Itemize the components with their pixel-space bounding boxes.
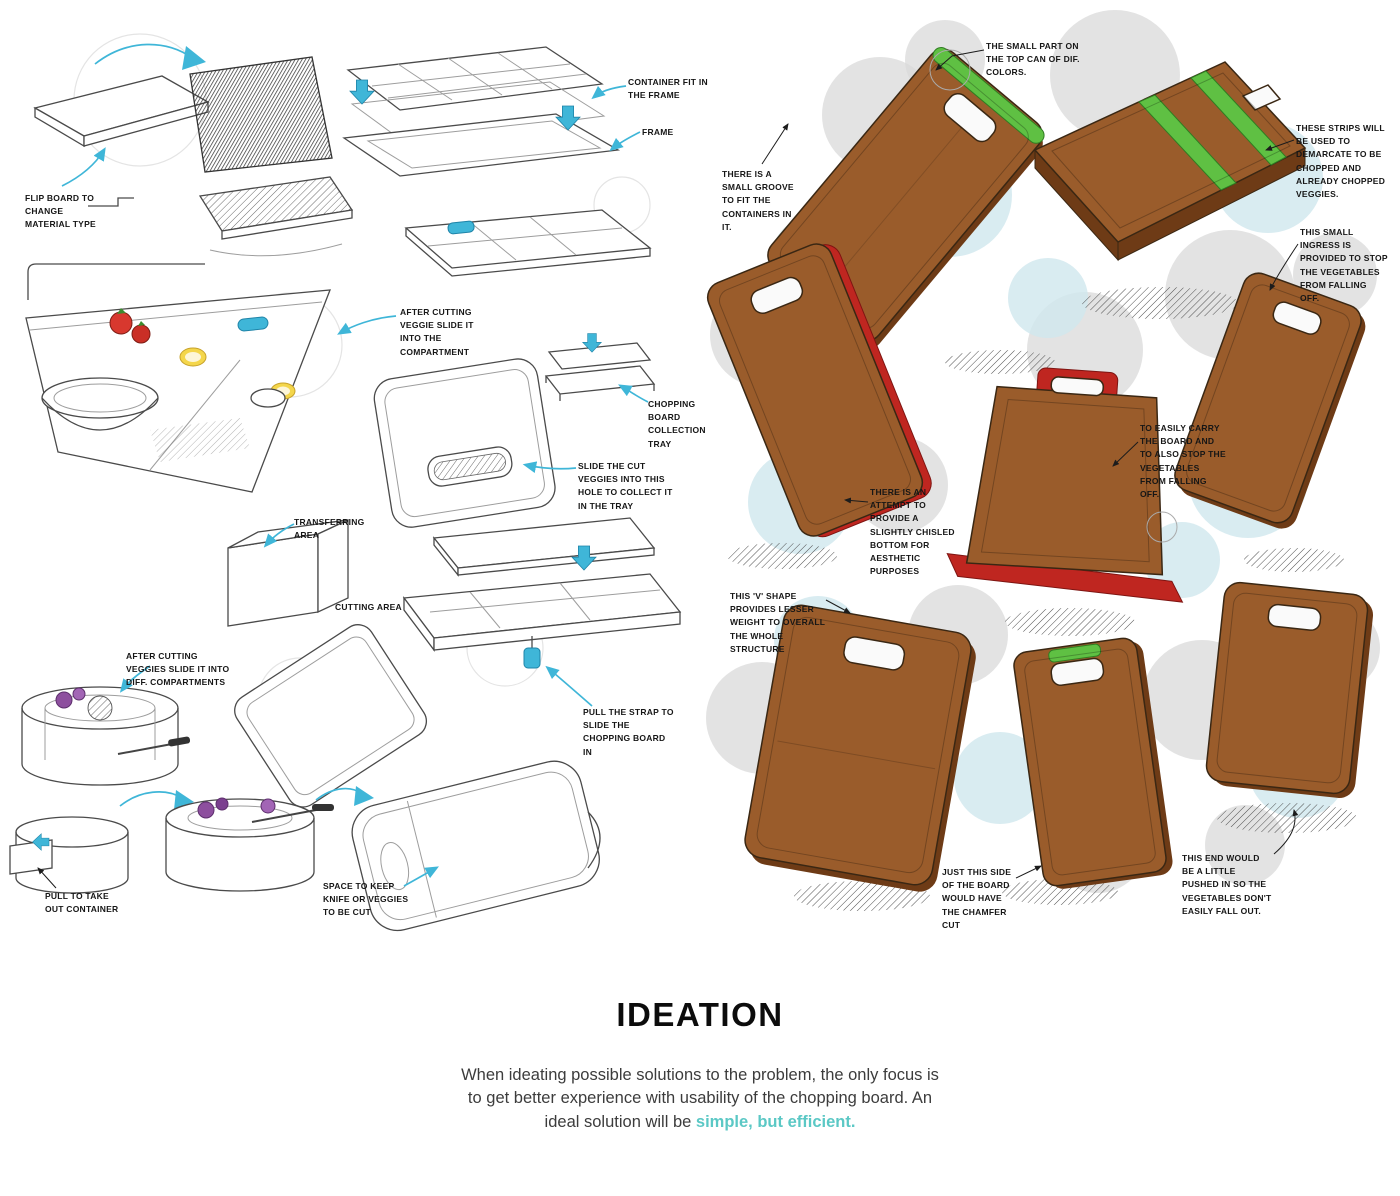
annotation-transferring-area: TRANSFERRING AREA bbox=[294, 517, 365, 541]
annotation-pull-container: PULL TO TAKE OUT CONTAINER bbox=[45, 891, 119, 915]
flip-arrowhead-icon bbox=[182, 46, 206, 70]
annotation-carry-board: TO EASILY CARRY THE BOARD AND TO ALSO ST… bbox=[1140, 423, 1226, 499]
annotation-groove: THERE IS A SMALL GROOVE TO FIT THE CONTA… bbox=[722, 169, 794, 232]
annotation-pull-strap: PULL THE STRAP TO SLIDE THE CHOPPING BOA… bbox=[583, 707, 674, 757]
annotation-container-fit: CONTAINER FIT IN THE FRAME bbox=[628, 77, 708, 101]
blue-handle-tab bbox=[447, 220, 475, 235]
board-red-base bbox=[946, 367, 1184, 603]
sketch-folding-board bbox=[189, 56, 354, 257]
board-green-strips bbox=[1033, 61, 1307, 262]
annotation-pushed-end: THIS END WOULD BE A LITTLE PUSHED IN SO … bbox=[1182, 853, 1272, 916]
footer-paragraph: When ideating possible solutions to the … bbox=[458, 1064, 942, 1134]
handle-hole bbox=[1241, 84, 1282, 111]
green-strip bbox=[1048, 643, 1102, 663]
footer-section: IDEATION When ideating possible solution… bbox=[0, 996, 1400, 1134]
footer-body-text: When ideating possible solutions to the … bbox=[461, 1066, 939, 1131]
rotate-arrowhead-icon bbox=[354, 786, 374, 806]
marker-render-panel bbox=[706, 10, 1380, 911]
onion-illustration bbox=[55, 691, 73, 709]
tomato-illustration bbox=[109, 311, 133, 335]
annotation-knife-space: SPACE TO KEEP KNIFE OR VEGGIES TO BE CUT bbox=[323, 881, 409, 918]
sketch-flip-board bbox=[33, 43, 210, 207]
handle-hole bbox=[943, 93, 997, 143]
rotate-arrowhead-icon bbox=[174, 790, 194, 810]
page-title: IDEATION bbox=[616, 996, 784, 1033]
handle-hole bbox=[1272, 301, 1322, 335]
annotation-slide-compartment: AFTER CUTTING VEGGIE SLIDE IT INTO THE C… bbox=[400, 307, 474, 357]
onion-illustration bbox=[260, 798, 276, 814]
annotation-slide-hole: SLIDE THE CUT VEGGIES INTO THIS HOLE TO … bbox=[578, 461, 673, 511]
flip-arrow-icon bbox=[94, 43, 193, 65]
handle-hole bbox=[750, 276, 804, 315]
annotation-ingress: THIS SMALL INGRESS IS PROVIDED TO STOP T… bbox=[1300, 227, 1388, 303]
sketch-knife-space-board bbox=[351, 760, 601, 932]
sketch-slanted-board bbox=[234, 624, 428, 808]
blue-handle-tab bbox=[237, 316, 269, 332]
annotation-chisled-bottom: THERE IS AN ATTEMPT TO PROVIDE A SLIGHTL… bbox=[870, 487, 955, 577]
sketch-compartment-tray bbox=[404, 209, 652, 277]
green-strip bbox=[932, 47, 1045, 144]
pencil-sketch-panel bbox=[9, 33, 682, 932]
annotation-flip-board: FLIP BOARD TO CHANGE MATERIAL TYPE bbox=[25, 193, 96, 230]
board-green-handle bbox=[1013, 637, 1173, 889]
sketch-stacked-tray bbox=[544, 333, 656, 403]
green-strip bbox=[1138, 94, 1237, 191]
annotation-collection-tray: CHOPPING BOARD COLLECTION TRAY bbox=[648, 399, 706, 449]
sketch-transfer-box bbox=[227, 518, 349, 627]
sketch-handle-board bbox=[373, 358, 556, 528]
sketch-container-frame bbox=[342, 46, 641, 177]
board-pushed-end bbox=[1205, 581, 1374, 798]
sketch-board-with-bowl bbox=[25, 263, 397, 493]
blue-strap-tab bbox=[523, 647, 541, 669]
tomato-illustration bbox=[131, 324, 151, 344]
annotation-diff-compartments: AFTER CUTTING VEGGIES SLIDE IT INTO DIFF… bbox=[126, 651, 230, 688]
blue-arrow-icon bbox=[349, 79, 375, 105]
onion-illustration bbox=[72, 687, 86, 701]
knife-illustration bbox=[251, 809, 317, 823]
sketch-pullout-containers bbox=[9, 786, 374, 894]
onion-illustration bbox=[215, 797, 229, 811]
knife-illustration bbox=[117, 743, 173, 755]
handle-hole bbox=[1050, 657, 1105, 686]
annotation-strips-demarcate: THESE STRIPS WILL BE USED TO DEMARCATE T… bbox=[1296, 123, 1386, 199]
annotation-frame: FRAME bbox=[642, 127, 674, 137]
collection-hole bbox=[250, 388, 286, 408]
annotation-cutting-area: CUTTING AREA bbox=[335, 602, 402, 612]
board-large bbox=[744, 604, 976, 892]
onion-illustration bbox=[197, 801, 215, 819]
board-plain-tilted bbox=[1174, 272, 1366, 529]
board-red-edge bbox=[706, 243, 932, 538]
annotation-v-shape: THIS 'V' SHAPE PROVIDES LESSER WEIGHT TO… bbox=[730, 591, 826, 654]
handle-hole bbox=[843, 636, 906, 671]
annotation-top-colors: THE SMALL PART ON THE TOP CAN OF DIF. CO… bbox=[986, 41, 1080, 78]
callout-leaders bbox=[761, 49, 1299, 879]
hatched-shadows bbox=[727, 287, 1357, 911]
handle-hole bbox=[1050, 376, 1105, 397]
handle-hole bbox=[1267, 603, 1322, 631]
annotation-chamfer-cut: JUST THIS SIDE OF THE BOARD WOULD HAVE T… bbox=[942, 867, 1012, 930]
green-strip bbox=[1190, 70, 1287, 166]
footer-highlight-text: simple, but efficient. bbox=[695, 1112, 856, 1131]
sketch-round-container bbox=[21, 665, 191, 786]
sketch-box-with-lid bbox=[402, 517, 682, 707]
